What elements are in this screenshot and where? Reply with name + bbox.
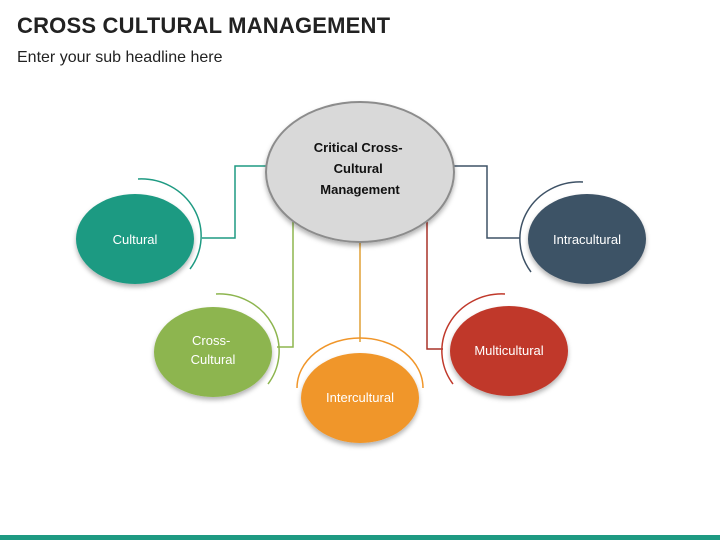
node-cultural: Cultural xyxy=(76,178,202,284)
node-multicultural: Multicultural xyxy=(441,293,568,396)
center-node: Critical Cross- Cultural Management xyxy=(265,101,455,243)
center-label-line-1: Critical Cross- xyxy=(314,140,403,155)
node-intracultural-circle xyxy=(528,194,646,284)
node-cross-cultural: Cross- Cultural xyxy=(154,293,280,397)
node-multicultural-arc xyxy=(441,293,506,385)
connector-cross-cultural xyxy=(277,222,294,348)
svg-text:Cross- Cultural: Cross- Cultural xyxy=(191,333,236,367)
node-intercultural-arc xyxy=(296,337,424,389)
connectors xyxy=(202,165,520,350)
node-cross-cultural-label-line-2: Cultural xyxy=(191,352,236,367)
page-subtitle: Enter your sub headline here xyxy=(17,49,223,66)
node-cultural-label: Cultural xyxy=(113,232,158,247)
node-cross-cultural-label-line-1: Cross- xyxy=(192,333,230,348)
node-intercultural: Intercultural xyxy=(296,337,424,443)
svg-text:Intercultural: Intercultural xyxy=(326,390,394,405)
node-cultural-circle xyxy=(76,194,194,284)
svg-text:Multicultural: Multicultural xyxy=(474,343,543,358)
svg-text:Cultural: Cultural xyxy=(113,232,158,247)
node-cultural-arc xyxy=(137,178,202,270)
node-intracultural: Intracultural xyxy=(519,181,646,284)
connector-cultural xyxy=(202,165,266,239)
connector-intracultural xyxy=(454,165,520,239)
node-cross-cultural-arc xyxy=(215,293,280,385)
center-label-line-3: Management xyxy=(320,182,400,197)
center-label-line-2: Cultural xyxy=(334,161,383,176)
page-title: CROSS CULTURAL MANAGEMENT xyxy=(17,13,391,38)
node-multicultural-circle xyxy=(450,306,568,396)
node-cross-cultural-circle xyxy=(154,307,272,397)
node-intercultural-label: Intercultural xyxy=(326,390,394,405)
svg-text:Critical Cross- Cultural: Critical Cross- Cultural Management xyxy=(314,140,407,197)
svg-text:Intracultural: Intracultural xyxy=(553,232,621,247)
node-intercultural-circle xyxy=(301,353,419,443)
connector-multicultural xyxy=(426,222,443,350)
node-intracultural-label: Intracultural xyxy=(553,232,621,247)
node-intracultural-arc xyxy=(519,181,584,273)
node-multicultural-label: Multicultural xyxy=(474,343,543,358)
footer-accent-bar xyxy=(0,535,720,540)
